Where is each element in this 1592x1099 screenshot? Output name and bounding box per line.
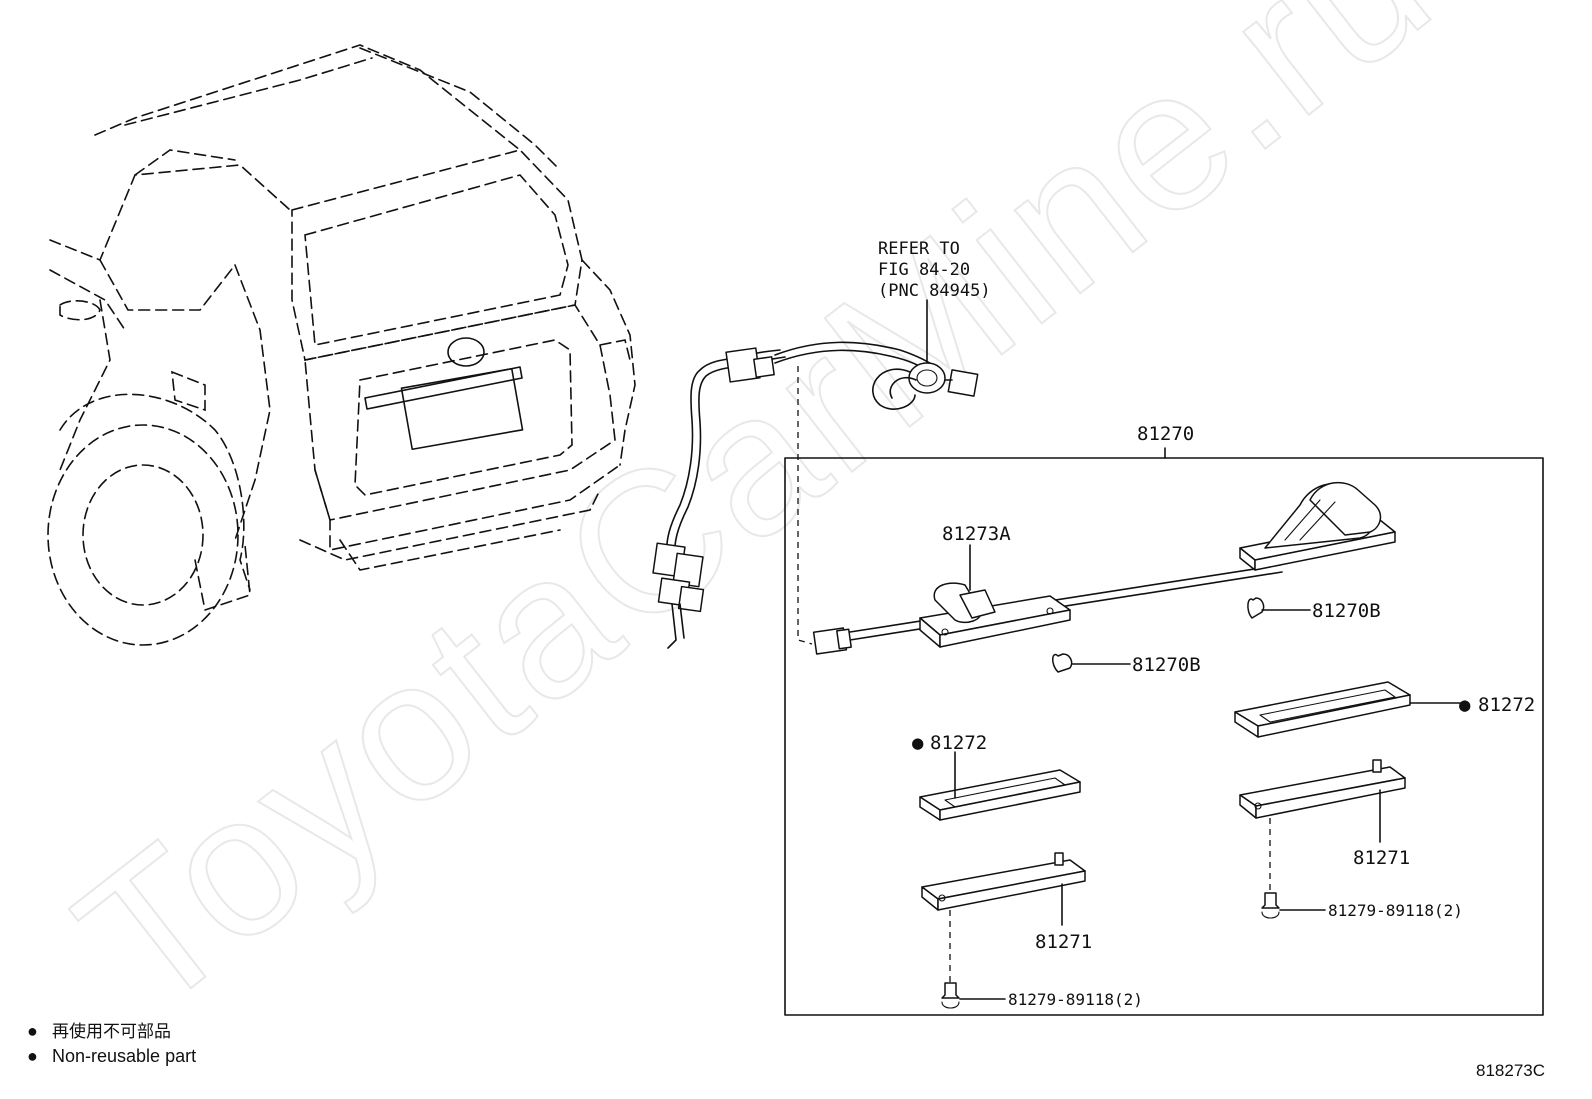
label-81270B-center: 81270B [1132, 654, 1201, 676]
screw-right [1261, 892, 1326, 919]
lens-right [1234, 681, 1461, 738]
bulb-center [1052, 653, 1131, 673]
housing-right [1239, 759, 1406, 895]
refer-note-line-1: REFER TO [878, 239, 960, 259]
label-screw-right: 81279-89118(2) [1328, 901, 1463, 920]
label-81271-left: 81271 [1035, 931, 1092, 953]
legend-bullet-2: ● [27, 1046, 38, 1066]
legend-bullet-1: ● [27, 1021, 38, 1041]
assembly-label: 81270 [1137, 423, 1194, 445]
refer-note-line-2: FIG 84-20 [878, 260, 970, 280]
lens-left [919, 751, 1081, 821]
license-lamp-assembly [812, 481, 1396, 655]
lens-left-bullet: ● [912, 732, 924, 754]
label-81271-right: 81271 [1353, 847, 1410, 869]
wire-harness [652, 299, 979, 649]
lens-right-bullet: ● [1459, 694, 1471, 716]
watermark: ToyotaCarMine.ru [39, 0, 1471, 1054]
screw-left [941, 982, 1006, 1009]
label-screw-left: 81279-89118(2) [1008, 990, 1143, 1009]
figure-id: 818273C [1476, 1061, 1545, 1080]
legend-text-en: Non-reusable part [52, 1046, 196, 1066]
label-81273A: 81273A [942, 523, 1011, 545]
label-81270B-right: 81270B [1312, 600, 1381, 622]
vehicle-rear-illustration [47, 44, 636, 646]
refer-note-line-3: (PNC 84945) [878, 281, 991, 301]
bulb-right [1247, 597, 1311, 619]
label-81272-left: 81272 [930, 732, 987, 754]
label-81272-right: 81272 [1478, 694, 1535, 716]
assembly-box [784, 447, 1544, 1016]
legend-text-jp: 再使用不可部品 [52, 1021, 171, 1041]
legend: ● 再使用不可部品 ● Non-reusable part [27, 1021, 196, 1066]
housing-left [921, 852, 1086, 985]
